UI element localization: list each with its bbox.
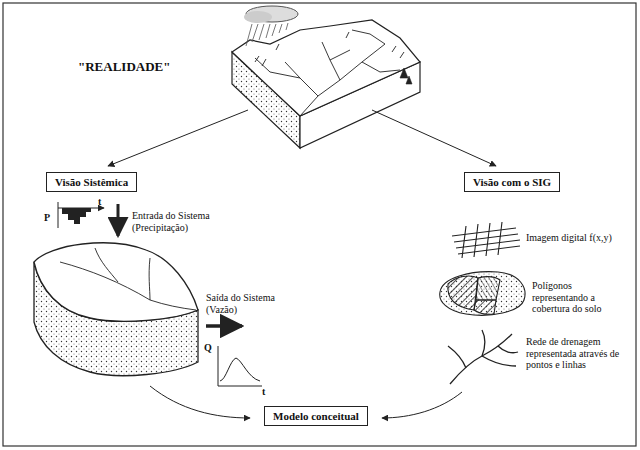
frame	[3, 3, 636, 446]
view-box: Modelo conceitual	[264, 406, 368, 426]
drainage-network	[448, 330, 518, 384]
view-box: Visão Sistêmica	[46, 172, 137, 192]
model-arrow	[150, 386, 250, 418]
view-arrow	[108, 110, 248, 166]
input-arrow	[117, 204, 120, 236]
land-cover-polygons	[440, 272, 525, 316]
axis-label: t	[98, 196, 101, 208]
hydrograph	[218, 346, 262, 386]
polygon-note: Polígonos representando a cobertura do s…	[532, 280, 628, 315]
axis-label: P	[44, 212, 50, 224]
raster-grid	[452, 222, 520, 258]
box-label: Modelo conceitual	[273, 410, 359, 422]
axis-label: t	[262, 386, 265, 398]
rain-cloud	[244, 6, 298, 46]
view-arrow	[372, 110, 496, 166]
input-note: Entrada do Sistema (Precipitação)	[132, 210, 232, 233]
watershed-block	[34, 243, 198, 376]
raster-note: Imagem digital f(x,y)	[526, 232, 626, 244]
axis-label: Q	[204, 342, 212, 354]
hyetograph	[58, 202, 104, 228]
model-arrow	[382, 392, 462, 418]
terrain-block	[232, 20, 420, 148]
view-box: Visão com o SIG	[464, 172, 560, 192]
network-note: Rede de drenagem representada através de…	[526, 336, 626, 371]
output-arrow	[206, 324, 242, 328]
output-note: Saída do Sistema (Vazão)	[206, 292, 306, 315]
reality-title: "REALIDADE"	[78, 60, 170, 75]
box-label: Visão Sistêmica	[55, 176, 128, 188]
box-label: Visão com o SIG	[473, 176, 551, 188]
